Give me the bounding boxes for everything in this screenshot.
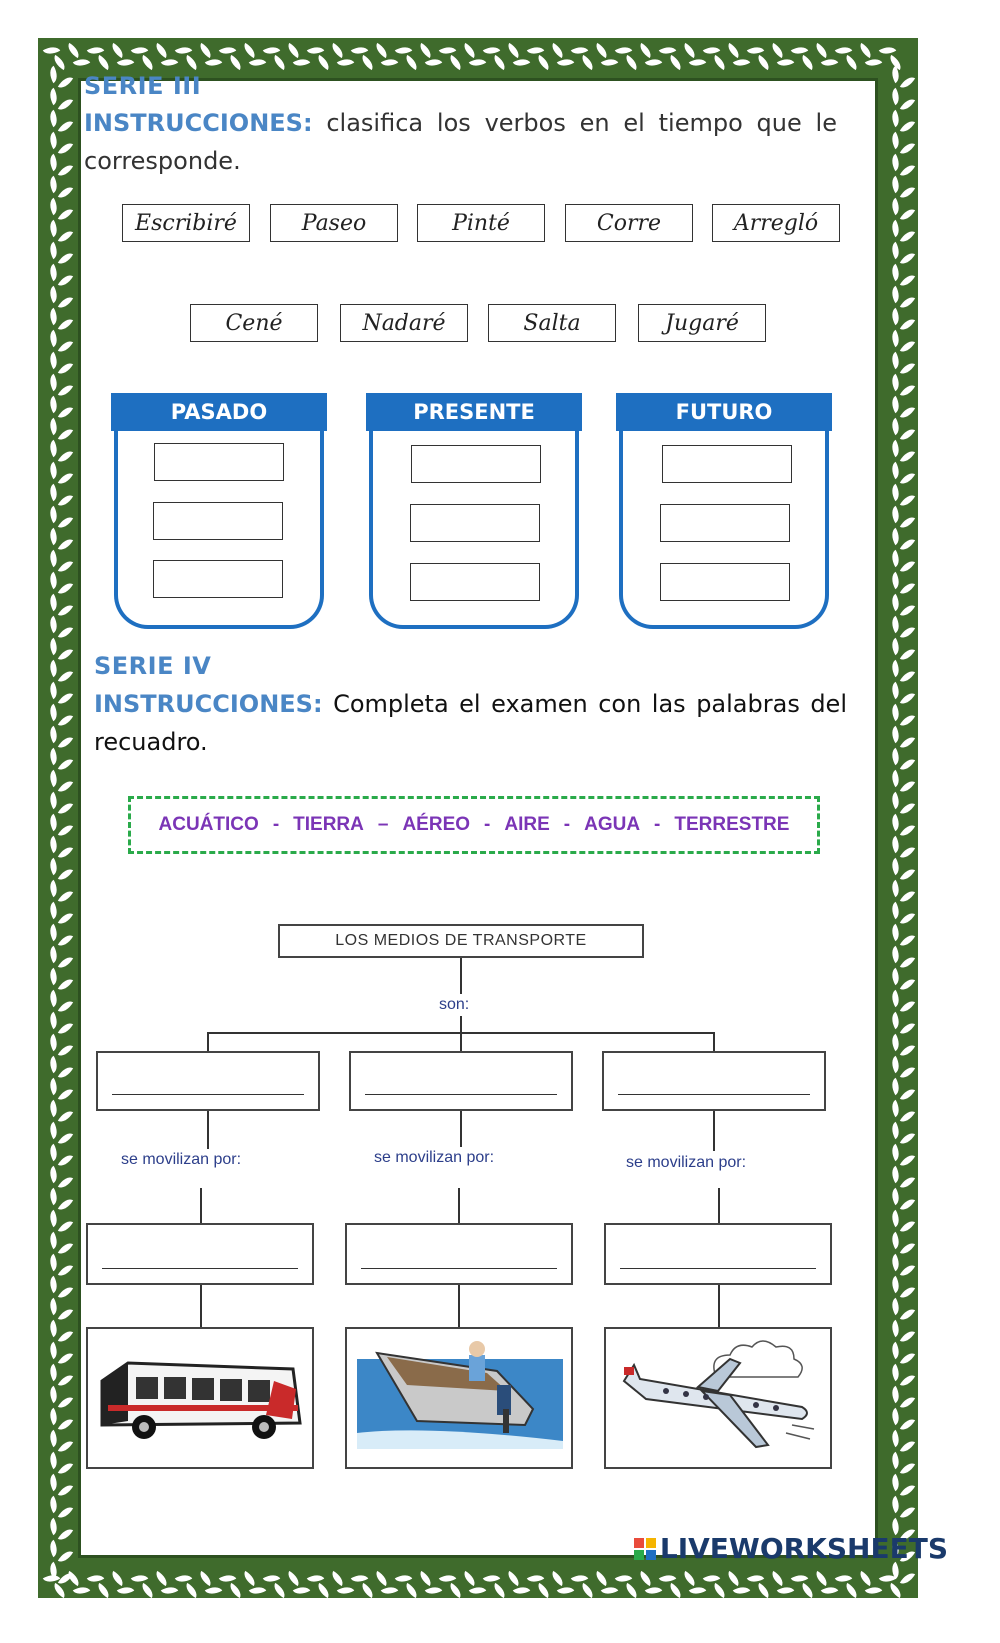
connector-line	[207, 1111, 209, 1149]
connector-line	[200, 1285, 202, 1328]
word-bank-item: AÉREO	[402, 814, 471, 835]
liveworksheets-logo: LIVEWORKSHEETS	[633, 1532, 948, 1565]
word-bank-separator: -	[654, 814, 661, 835]
move-by-label: se movilizan por:	[121, 1151, 242, 1168]
jar-futuro: FUTURO	[616, 393, 832, 629]
serie4-instructions: INSTRUCCIONES: Completa el examen con la…	[94, 685, 847, 761]
word-bank-item: TERRESTRE	[674, 814, 790, 835]
serie3-title: SERIE III	[84, 72, 202, 100]
brand-name: LIVEWORKSHEETS	[659, 1532, 948, 1565]
drop-zone-pasado-3[interactable]	[153, 560, 283, 598]
bus-picture	[86, 1327, 314, 1469]
connector-line	[458, 1188, 460, 1224]
verb-card[interactable]: Arregló	[712, 204, 840, 242]
verb-card[interactable]: Salta	[488, 304, 616, 342]
verb-card[interactable]: Escribiré	[122, 204, 250, 242]
word-bank-separator: -	[563, 814, 571, 835]
word-bank-item: AIRE	[504, 814, 550, 835]
connector-line	[200, 1188, 202, 1224]
drop-zone-futuro-2[interactable]	[660, 504, 790, 542]
drop-zone-futuro-1[interactable]	[662, 445, 792, 483]
move-by-label: se movilizan por:	[626, 1154, 747, 1171]
answer-field-medium-1[interactable]	[86, 1223, 314, 1285]
word-bank-separator: –	[377, 814, 389, 835]
serie3-instructions-text: clasifica los verbos en el tiempo que le…	[84, 109, 837, 175]
verb-card[interactable]: Pinté	[417, 204, 545, 242]
answer-field-type-3[interactable]	[602, 1051, 826, 1111]
plane-picture	[604, 1327, 832, 1469]
move-by-label: se movilizan por:	[374, 1149, 495, 1166]
connector-line	[718, 1285, 720, 1328]
serie4-instructions-label: INSTRUCCIONES:	[94, 690, 323, 718]
drop-zone-presente-2[interactable]	[410, 504, 540, 542]
bus-icon	[100, 1361, 302, 1439]
concept-map-title: LOS MEDIOS DE TRANSPORTE	[278, 924, 644, 958]
drop-zone-presente-3[interactable]	[410, 563, 540, 601]
boat-picture	[345, 1327, 573, 1469]
verb-card[interactable]: Jugaré	[638, 304, 766, 342]
word-bank-item: TIERRA	[293, 814, 364, 835]
drop-zone-futuro-3[interactable]	[660, 563, 790, 601]
verb-card[interactable]: Corre	[565, 204, 693, 242]
answer-field-medium-3[interactable]	[604, 1223, 832, 1285]
word-bank-item: ACUÁTICO	[158, 814, 259, 835]
logo-grid-icon	[633, 1537, 656, 1560]
drop-zone-pasado-2[interactable]	[153, 502, 283, 540]
airplane-icon	[622, 1340, 815, 1449]
boat-icon	[357, 1341, 563, 1449]
verb-card[interactable]: Nadaré	[340, 304, 468, 342]
word-bank-separator: -	[272, 814, 280, 835]
connector-line	[460, 1111, 462, 1147]
serie4-title: SERIE IV	[94, 652, 212, 680]
connector-line	[460, 1016, 462, 1034]
jar-futuro-header: FUTURO	[616, 393, 832, 431]
answer-field-type-2[interactable]	[349, 1051, 573, 1111]
connector-line	[460, 958, 462, 994]
serie4-instructions-text: Completa el examen con las palabras del …	[94, 690, 847, 756]
jar-presente-body	[369, 429, 579, 629]
drop-zone-presente-1[interactable]	[411, 445, 541, 483]
connector-line	[458, 1285, 460, 1328]
answer-field-medium-2[interactable]	[345, 1223, 573, 1285]
word-bank: ACUÁTICO - TIERRA – AÉREO - AIRE - AGUA …	[128, 796, 820, 854]
answer-field-type-1[interactable]	[96, 1051, 320, 1111]
jar-presente: PRESENTE	[366, 393, 582, 629]
connector-line	[207, 1032, 209, 1052]
jar-futuro-body	[619, 429, 829, 629]
serie3-instructions: INSTRUCCIONES: clasifica los verbos en e…	[84, 104, 837, 180]
connector-line	[713, 1111, 715, 1151]
jar-presente-header: PRESENTE	[366, 393, 582, 431]
drop-zone-pasado-1[interactable]	[154, 443, 284, 481]
word-bank-item: AGUA	[584, 814, 641, 835]
connector-line	[713, 1032, 715, 1052]
connector-label: son:	[439, 996, 470, 1013]
jar-pasado-body	[114, 429, 324, 629]
connector-line	[460, 1032, 462, 1052]
verb-card[interactable]: Paseo	[270, 204, 398, 242]
serie3-instructions-label: INSTRUCCIONES:	[84, 109, 313, 137]
jar-pasado-header: PASADO	[111, 393, 327, 431]
connector-line	[718, 1188, 720, 1224]
verb-card[interactable]: Cené	[190, 304, 318, 342]
jar-pasado: PASADO	[111, 393, 327, 629]
word-bank-separator: -	[484, 814, 491, 835]
